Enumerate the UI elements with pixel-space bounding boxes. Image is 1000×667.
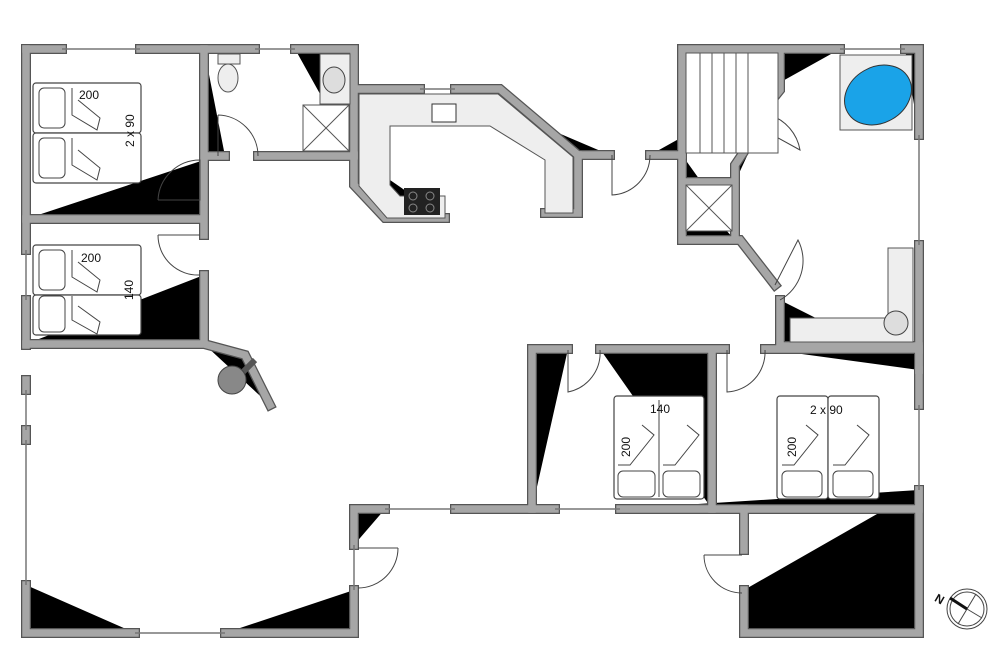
bed-length-label: 200 — [619, 437, 633, 457]
toilet-icon — [217, 63, 239, 93]
shower-icon — [685, 184, 733, 232]
bathroom-fixtures — [217, 53, 914, 343]
bed-size-label: 140 — [122, 280, 136, 300]
compass-icon: N — [932, 588, 988, 630]
bed-bedroom3: 140 200 — [613, 395, 705, 500]
bathtub-icon — [844, 64, 912, 126]
doors — [157, 114, 804, 594]
bed-size-label: 2 x 90 — [123, 114, 137, 147]
bed-bedroom4: 2 x 90 200 — [776, 395, 880, 500]
north-label: N — [932, 591, 947, 607]
windows — [25, 48, 920, 634]
kitchen-counter — [358, 93, 574, 219]
shower-icon — [302, 104, 350, 152]
walls — [26, 49, 919, 633]
bed-length-label: 200 — [785, 437, 799, 457]
bed-size-label: 2 x 90 — [810, 403, 843, 417]
fireplace-icon — [217, 357, 258, 395]
bed-length-label: 200 — [81, 251, 101, 265]
bed-bedroom2: 200 140 — [32, 244, 142, 336]
stove-icon — [404, 188, 440, 215]
sink-icon — [883, 310, 909, 336]
kitchen-sink-icon — [431, 103, 457, 123]
staircase — [685, 52, 779, 154]
bed-length-label: 200 — [79, 88, 99, 102]
bed-bedroom1: 200 2 x 90 — [32, 82, 142, 184]
bed-size-label: 140 — [650, 402, 670, 416]
sink-icon — [322, 66, 346, 94]
